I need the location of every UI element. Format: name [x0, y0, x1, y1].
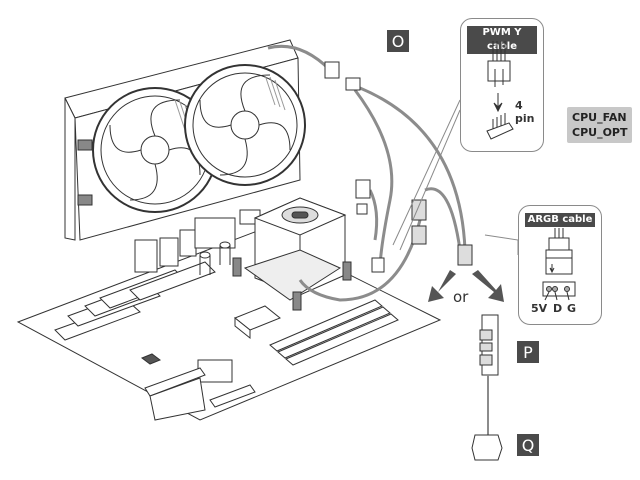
- header-name-cpu-fan: CPU_FAN: [572, 111, 627, 124]
- ram-slots: [269, 299, 399, 366]
- pwm-y-cable-b: [359, 86, 467, 251]
- fan-header-badge: CPU_FAN CPU_OPT: [567, 107, 633, 143]
- arrow-to-controller: [472, 270, 504, 302]
- header-name-cpu-opt: CPU_OPT: [572, 126, 628, 139]
- fan-right: [184, 64, 306, 186]
- capacitors: [199, 241, 231, 275]
- step-label-p: P: [517, 341, 539, 363]
- step-label-o: O: [387, 30, 409, 52]
- pump-cable: [368, 189, 379, 241]
- mounting-screws: [232, 257, 352, 311]
- or-label: or: [453, 288, 469, 306]
- chip-square: [197, 359, 233, 383]
- pin-label-5v: 5V: [531, 302, 548, 315]
- pwm-y-cable-a: [353, 89, 394, 271]
- direction-arrows: [428, 270, 504, 302]
- pin-label-g: G: [567, 302, 577, 315]
- radiator-fittings: [77, 139, 93, 206]
- pump-connector: [355, 179, 371, 199]
- step-label-q: Q: [517, 434, 539, 456]
- pwm-callout-title: PWM Y cable: [467, 26, 537, 54]
- pcie-slots: [54, 261, 216, 341]
- argb-controller: [479, 314, 499, 435]
- pin-count-label: 4 pin: [515, 99, 535, 125]
- fan-connector: [324, 61, 340, 79]
- pwm-connector: [345, 77, 361, 91]
- fan-cable: [267, 44, 332, 72]
- pump-block: [243, 197, 347, 301]
- pwm-callout-pointer: [392, 99, 461, 246]
- cpu-socket-chip: [140, 353, 162, 365]
- arrow-to-board: [428, 270, 456, 302]
- pwm-y-cable-callout: PWM Y cable 4 pin: [460, 18, 544, 152]
- argb-connector-icon: [542, 228, 576, 301]
- sata-power-plug: [471, 434, 503, 461]
- pwm-connector-icon: [486, 41, 514, 140]
- argb-female-connector: [411, 225, 427, 245]
- header-connector: [356, 203, 368, 215]
- cable-connectors: [324, 61, 473, 273]
- argb-callout-pointer: [484, 234, 519, 255]
- argb-callout-title: ARGB cable: [525, 213, 595, 227]
- bottom-connector: [144, 367, 206, 397]
- pin-label-d: D: [553, 302, 563, 315]
- argb-end-connector: [457, 244, 473, 266]
- argb-branch: [424, 187, 462, 251]
- argb-cable: [298, 219, 422, 302]
- cables: [267, 44, 467, 302]
- argb-cable-callout: ARGB cable 5V D G: [518, 205, 602, 325]
- pwm-end-connector: [371, 257, 385, 273]
